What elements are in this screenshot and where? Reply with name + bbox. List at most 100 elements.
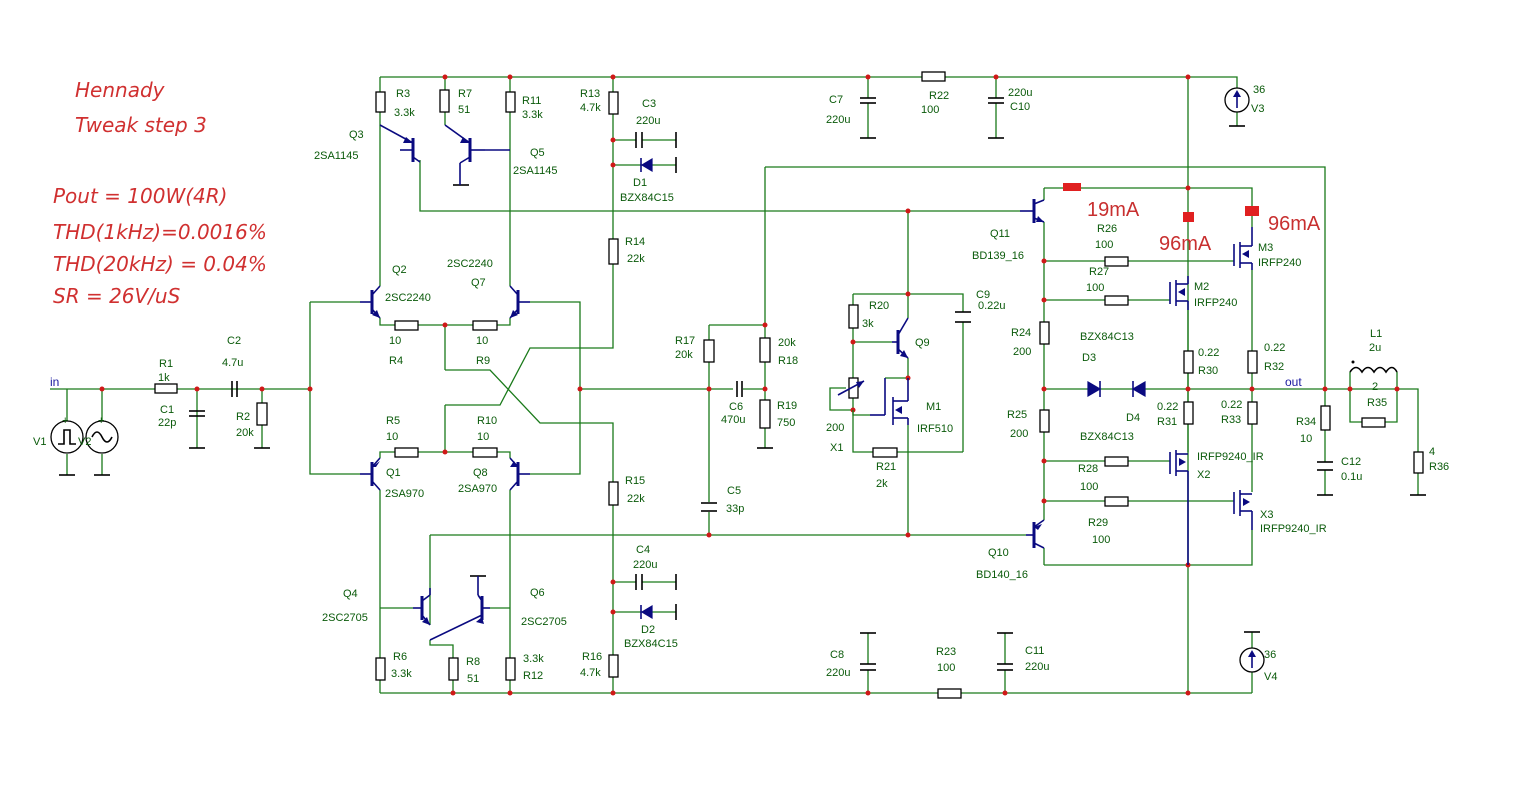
label-q11-ref: Q11 <box>990 228 1010 240</box>
current-q11: 19mA <box>1087 199 1140 221</box>
label-r33-ref: R33 <box>1221 414 1241 426</box>
label-c10-value: 220u <box>1008 87 1032 99</box>
label-r29-value: 100 <box>1092 534 1110 546</box>
label-x3-model: IRFP9240_IR <box>1260 523 1327 535</box>
label-d3-ref: D3 <box>1082 352 1096 364</box>
resistor-r5 <box>394 447 419 458</box>
resistor-r17 <box>703 339 715 363</box>
label-r14-ref: R14 <box>625 236 645 248</box>
capacitor-c4 <box>635 574 677 590</box>
label-q6-ref: Q6 <box>530 587 545 599</box>
svg-text:+: + <box>62 415 68 427</box>
resistor-r29 <box>1104 496 1129 507</box>
label-r33-value: 0.22 <box>1221 399 1242 411</box>
resistor-r12 <box>505 657 516 681</box>
resistor-r25 <box>1039 409 1050 433</box>
label-r2-value: 20k <box>236 427 254 439</box>
resistor-r27 <box>1104 295 1129 306</box>
label-c6-ref: C6 <box>729 401 743 413</box>
capacitor-c11 <box>997 632 1013 671</box>
label-r13-value: 4.7k <box>580 102 601 114</box>
wires <box>50 76 1419 694</box>
svg-text:+: + <box>98 415 104 427</box>
label-r31-ref: R31 <box>1157 416 1177 428</box>
note-thd-20k: THD(20kHz) = 0.04% <box>53 252 267 276</box>
label-r29-ref: R29 <box>1088 517 1108 529</box>
label-r30-ref: R30 <box>1198 365 1218 377</box>
label-r13-ref: R13 <box>580 88 600 100</box>
probe-marker-m2 <box>1183 212 1194 222</box>
label-r10-value: 10 <box>477 431 489 443</box>
label-r5-value: 10 <box>386 431 398 443</box>
resistor-r15 <box>608 481 619 506</box>
label-x1-value: 200 <box>826 422 844 434</box>
resistor-r21 <box>872 447 898 458</box>
resistor-r26 <box>1104 256 1129 267</box>
resistor-r33 <box>1247 401 1258 425</box>
note-author: Hennady <box>75 78 166 102</box>
label-m3-model: IRFP240 <box>1258 257 1301 269</box>
label-v4-value: 36 <box>1264 649 1276 661</box>
capacitor-c9 <box>955 311 971 323</box>
note-step: Tweak step 3 <box>75 113 207 137</box>
label-r25-value: 200 <box>1010 428 1028 440</box>
resistor-r6 <box>375 657 386 681</box>
inductor-l1 <box>1349 360 1398 374</box>
label-v3-value: 36 <box>1253 84 1265 96</box>
note-pout: Pout = 100W(4R) <box>53 184 227 208</box>
label-x2-model: IRFP9240_IR <box>1197 451 1264 463</box>
label-q8-ref: Q8 <box>473 467 488 479</box>
label-c2-ref: C2 <box>227 335 241 347</box>
mosfet-m3 <box>1233 227 1253 270</box>
label-c5-ref: C5 <box>727 485 741 497</box>
resistor-r34 <box>1320 405 1331 431</box>
transistor-q5 <box>444 124 510 185</box>
capacitor-c1 <box>189 410 205 417</box>
label-q2-model: 2SC2240 <box>385 292 431 304</box>
label-r28-ref: R28 <box>1078 463 1098 475</box>
label-r34-value: 10 <box>1300 433 1312 445</box>
label-q1-ref: Q1 <box>386 467 401 479</box>
zener-d2 <box>640 604 653 620</box>
resistor-r28 <box>1104 456 1129 467</box>
label-r32-ref: R32 <box>1264 361 1284 373</box>
junctions <box>99 74 1400 696</box>
label-d4-model: BZX84C13 <box>1080 431 1134 443</box>
current-m3: 96mA <box>1268 213 1321 235</box>
label-r27-ref: R27 <box>1089 266 1109 278</box>
label-x2-ref: X2 <box>1197 469 1210 481</box>
label-r7-value: 51 <box>458 104 470 116</box>
label-r23-value: 100 <box>937 662 955 674</box>
label-r18-ref: R18 <box>778 355 798 367</box>
resistor-r7 <box>439 89 450 113</box>
resistor-r24 <box>1039 321 1050 345</box>
capacitor-c12 <box>1317 461 1333 496</box>
ground-ticks <box>59 125 1426 633</box>
resistor-r18 <box>759 337 771 363</box>
label-q5-model: 2SA1145 <box>513 165 557 177</box>
label-r26-value: 100 <box>1095 239 1113 251</box>
label-q6-model: 2SC2705 <box>521 616 567 628</box>
resistor-r3 <box>375 91 386 113</box>
label-d1-model: BZX84C15 <box>620 192 674 204</box>
label-r2-ref: R2 <box>236 411 250 423</box>
label-q4-model: 2SC2705 <box>322 612 368 624</box>
label-q2-ref: Q2 <box>392 264 407 276</box>
mosfets <box>852 227 1253 565</box>
label-m1-model: IRF510 <box>917 423 953 435</box>
resistor-r1 <box>154 383 178 394</box>
label-v3-ref: V3 <box>1251 103 1264 115</box>
label-v2-ref: V2 <box>78 436 91 448</box>
transistor-q8 <box>509 457 530 491</box>
label-r6-ref: R6 <box>393 651 407 663</box>
label-r36-value: 4 <box>1429 446 1435 458</box>
label-c1-ref: C1 <box>160 404 174 416</box>
zener-d1 <box>640 157 653 173</box>
label-c11-value: 220u <box>1025 661 1049 673</box>
potentiometer-x1 <box>837 377 865 399</box>
label-q4-ref: Q4 <box>343 588 358 600</box>
capacitor-c8 <box>860 632 876 671</box>
label-c5-value: 33p <box>726 503 744 515</box>
label-c3-value: 220u <box>636 115 660 127</box>
label-c12-value: 0.1u <box>1341 471 1362 483</box>
